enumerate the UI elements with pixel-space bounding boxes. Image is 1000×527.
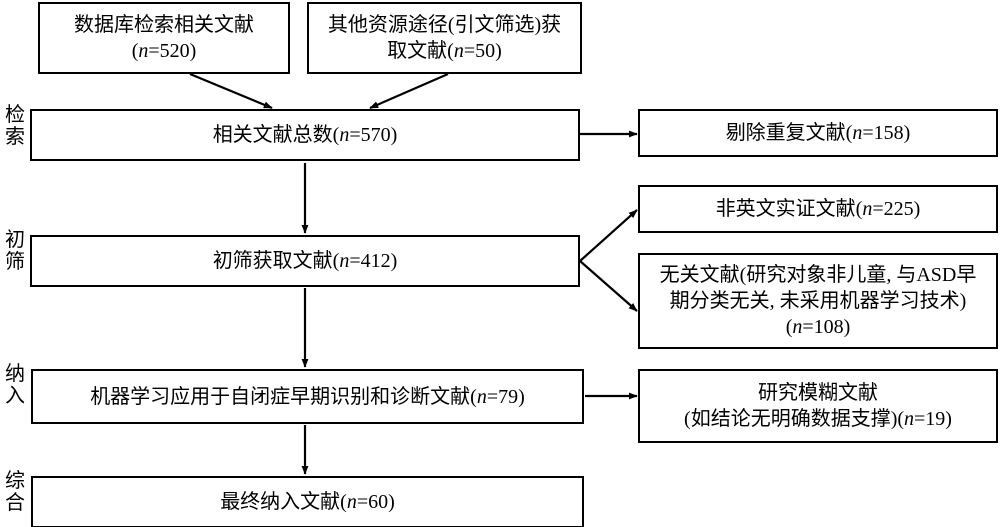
node-irrelevant-label: 无关文献(研究对象非儿童, 与ASD早 期分类无关, 未采用机器学习技术) (n… [659, 264, 977, 338]
node-database-search[interactable]: 数据库检索相关文献 (n=520) [38, 2, 290, 74]
italic-n: n [792, 316, 803, 338]
node-database-search-label: 数据库检索相关文献 (n=520) [74, 14, 254, 62]
node-duplicates-removed[interactable]: 剔除重复文献(n=158) [638, 109, 998, 157]
node-other-sources-label: 其他资源途径(引文筛选)获 取文献(n=50) [327, 14, 562, 62]
italic-n: n [862, 198, 873, 220]
stage-label-eligibility: 纳 入 [5, 363, 25, 408]
node-screened-label: 初筛获取文献(n=412) [212, 250, 398, 272]
italic-n: n [453, 40, 464, 62]
node-ambiguous-label: 研究模糊文献 (如结论无明确数据支撑)(n=19) [684, 382, 952, 430]
stage-label-screening: 初 筛 [5, 229, 25, 274]
edge-dbsearch-to-total [189, 72, 273, 110]
node-duplicates-removed-label: 剔除重复文献(n=158) [725, 122, 911, 144]
node-ambiguous[interactable]: 研究模糊文献 (如结论无明确数据支撑)(n=19) [638, 369, 998, 443]
node-total-records[interactable]: 相关文献总数(n=570) [30, 109, 580, 161]
node-irrelevant[interactable]: 无关文献(研究对象非儿童, 与ASD早 期分类无关, 未采用机器学习技术) (n… [638, 253, 998, 349]
node-screened[interactable]: 初筛获取文献(n=412) [30, 235, 580, 287]
italic-n: n [346, 491, 357, 513]
edge-screened-to-irrelevant [579, 260, 638, 312]
node-total-records-label: 相关文献总数(n=570) [212, 124, 398, 146]
node-final-included-label: 最终纳入文献(n=60) [220, 491, 395, 513]
italic-n: n [339, 124, 350, 146]
italic-n: n [476, 385, 487, 408]
node-eligible-label: 机器学习应用于自闭症早期识别和诊断文献(n=79) [90, 385, 525, 408]
italic-n: n [138, 40, 149, 62]
node-final-included[interactable]: 最终纳入文献(n=60) [31, 476, 584, 527]
node-non-english-label: 非英文实证文献(n=225) [715, 198, 921, 220]
node-eligible[interactable]: 机器学习应用于自闭症早期识别和诊断文献(n=79) [31, 369, 584, 424]
stage-label-identification: 检 索 [5, 104, 25, 149]
edge-othersources-to-total [369, 72, 449, 110]
italic-n: n [904, 408, 915, 430]
stage-label-included: 综 合 [5, 470, 25, 515]
italic-n: n [339, 250, 350, 272]
node-other-sources[interactable]: 其他资源途径(引文筛选)获 取文献(n=50) [307, 2, 582, 74]
node-non-english[interactable]: 非英文实证文献(n=225) [638, 185, 998, 233]
edge-screened-to-nonenglish [579, 209, 638, 262]
italic-n: n [852, 122, 863, 144]
